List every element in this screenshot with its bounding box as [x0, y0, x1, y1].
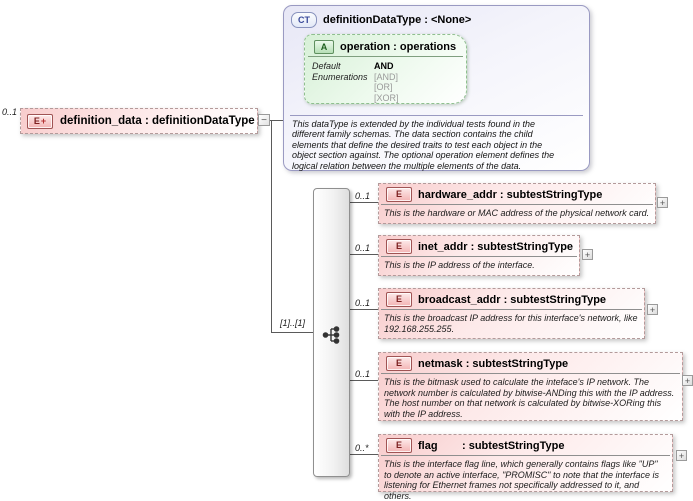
complex-type-title: definitionDataType : <None> [323, 14, 472, 26]
expand-button-hardware-addr[interactable]: + [657, 197, 668, 208]
complex-type-icon: CT [291, 12, 317, 28]
element-description: This is the bitmask used to calculate th… [384, 377, 675, 419]
expand-button-inet-addr[interactable]: + [582, 249, 593, 260]
element-title: definition_data : definitionDataType [60, 115, 255, 127]
element-broadcast-addr[interactable]: E broadcast_addr : subtestStringType Thi… [378, 288, 645, 339]
element-inet-addr[interactable]: E inet_addr : subtestStringType This is … [378, 235, 580, 276]
cardinality-inet-addr: 0..1 [355, 243, 371, 253]
element-icon: E [386, 239, 412, 254]
element-title: flag : subtestStringType [418, 439, 565, 452]
element-description: This is the broadcast IP address for thi… [384, 313, 638, 334]
element-title: inet_addr : subtestStringType [418, 240, 574, 253]
element-hardware-addr[interactable]: E hardware_addr : subtestStringType This… [378, 183, 656, 224]
connector-seq-to-flag [350, 454, 378, 455]
element-icon: E [386, 438, 412, 453]
element-flag[interactable]: E flag : subtestStringType This is the i… [378, 434, 673, 501]
enumeration-value: [OR] [374, 82, 393, 93]
connector-trunk-to-sequence [271, 332, 313, 333]
cardinality-sequence: [1]..[1] [280, 318, 306, 328]
sequence-compositor[interactable] [313, 188, 350, 477]
complex-type-annotation: This dataType is extended by the individ… [292, 119, 555, 171]
cardinality-definition-data: 0..1 [2, 107, 18, 117]
default-value: AND [374, 61, 394, 71]
cardinality-hardware-addr: 0..1 [355, 191, 371, 201]
element-description: This is the interface flag line, which g… [384, 459, 660, 501]
connector-seq-to-netmask [350, 380, 378, 381]
connector-trunk-vertical [271, 120, 272, 333]
expand-button-broadcast-addr[interactable]: + [647, 304, 658, 315]
element-icon: E [386, 292, 412, 307]
enumeration-value: [XOR] [374, 92, 399, 103]
element-description: This is the hardware or MAC address of t… [384, 208, 650, 218]
complex-type-definitionDataType[interactable]: CT definitionDataType : <None> A operati… [283, 5, 590, 171]
element-title: netmask : subtestStringType [418, 357, 569, 370]
connector-seq-to-inet-addr [350, 254, 378, 255]
attribute-icon: A [314, 39, 334, 54]
sequence-icon [322, 325, 342, 350]
annotation-divider [290, 115, 583, 116]
element-with-children-icon: E+ [27, 113, 53, 129]
connector-seq-to-hardware-addr [350, 202, 378, 203]
element-icon: E [386, 187, 412, 202]
attribute-operation[interactable]: A operation : operations Default AND Enu… [304, 34, 467, 104]
connector-root-to-type [270, 120, 283, 121]
connector-seq-to-broadcast-addr [350, 309, 378, 310]
enumerations-label: Enumerations [312, 71, 368, 82]
cardinality-netmask: 0..1 [355, 369, 371, 379]
element-title: broadcast_addr : subtestStringType [418, 293, 607, 306]
element-icon: E [386, 356, 412, 371]
attribute-header: A operation : operations [308, 35, 463, 57]
element-netmask[interactable]: E netmask : subtestStringType This is th… [378, 352, 683, 421]
expand-button-netmask[interactable]: + [682, 375, 693, 386]
cardinality-flag: 0..* [355, 443, 369, 453]
element-description: This is the IP address of the interface. [384, 260, 535, 270]
element-title: hardware_addr : subtestStringType [418, 188, 603, 201]
default-label: Default [312, 61, 341, 71]
enumeration-value: [AND] [374, 71, 399, 82]
expand-button-flag[interactable]: + [676, 450, 687, 461]
collapse-button[interactable]: − [258, 114, 270, 126]
plus-icon: + [40, 115, 47, 126]
complex-type-header: CT definitionDataType : <None> [284, 6, 589, 31]
element-definition-data[interactable]: E+ definition_data : definitionDataType [20, 108, 258, 134]
attribute-title: operation : operations [340, 40, 457, 53]
attribute-details: Default AND Enumerations [AND] [OR] [XOR… [305, 57, 466, 105]
cardinality-broadcast-addr: 0..1 [355, 298, 371, 308]
